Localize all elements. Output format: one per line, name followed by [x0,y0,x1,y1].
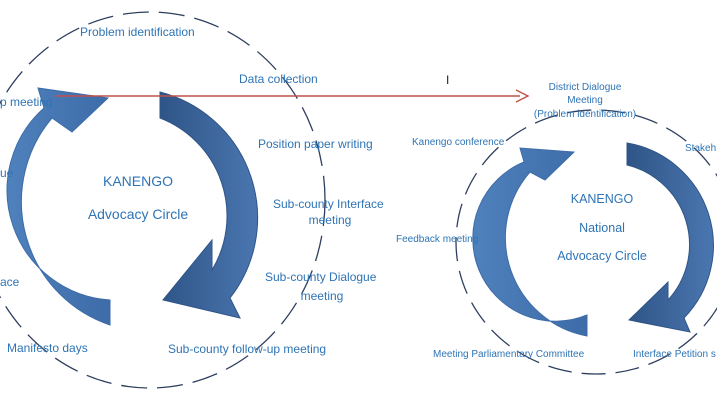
left-step-data-collection: Data collection [239,72,318,86]
right-arrow-right [626,142,714,333]
right-dashed-ring [455,109,717,375]
right-step-parliamentary: Meeting Parliamentary Committee [433,349,585,360]
left-step-manifesto: Manifesto days [7,341,88,355]
right-step-conference: Kanengo conference [412,137,505,148]
right-center-title: KANENGO [571,192,634,206]
connector-mark: I [446,73,449,87]
left-dashed-ring [0,11,326,389]
right-step-feedback: Feedback meeting [396,234,478,245]
left-step-position-paper: Position paper writing [258,137,373,151]
left-step-dialogue-line1: Sub-county Dialogue [265,270,377,284]
left-arrow-left [6,87,111,326]
right-step-stakeholder-partial: Stakeh [685,143,716,154]
left-step-followup: Sub-county follow-up meeting [168,342,326,356]
left-step-dialogue-line2: meeting [301,289,344,303]
right-step-district-line2: Meeting [567,95,603,106]
right-step-interface-petition: Interface Petition s [633,349,716,360]
left-step-interface-line1: Sub-county Interface [273,197,384,211]
left-step-ace-partial: ace [0,275,20,289]
left-center-title: KANENGO [103,173,173,189]
right-center-line3: Advocacy Circle [557,249,647,263]
left-step-ue-partial: ue [0,166,14,180]
left-step-meeting-partial: p meeting [0,95,53,109]
right-step-district-line1: District Dialogue [549,82,622,93]
left-step-interface-line2: meeting [309,213,352,227]
connector-arrowhead [515,89,530,103]
right-arrow-left [472,147,588,337]
left-step-problem-identification: Problem identification [80,25,195,39]
left-center-subtitle: Advocacy Circle [88,206,189,222]
right-center-line2: National [579,221,625,235]
left-arrow-right [159,91,259,319]
right-step-district-line3: (Problem identification) [534,109,636,120]
